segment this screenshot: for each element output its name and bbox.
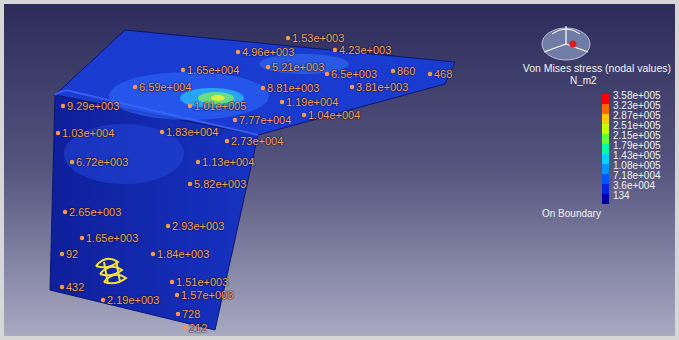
- legend-label: On Boundary: [542, 208, 601, 220]
- probe-dot: [350, 85, 354, 89]
- probe-dot: [151, 252, 155, 256]
- probe-dot: [302, 113, 306, 117]
- probe-dot: [60, 252, 64, 256]
- stress-value: 4.23e+003: [339, 43, 391, 57]
- probe-dot: [333, 48, 337, 52]
- probe-dot: [70, 160, 74, 164]
- color-swatch: [602, 104, 609, 114]
- orientation-compass: [542, 26, 590, 60]
- stress-value: 728: [182, 307, 200, 321]
- probe-dot: [181, 68, 185, 72]
- stress-value: 92: [66, 247, 78, 261]
- stress-value: 5.82e+003: [194, 177, 246, 191]
- color-swatch: [602, 194, 609, 204]
- color-swatch: [602, 184, 609, 194]
- color-swatch: [602, 164, 609, 174]
- probe-dot: [176, 312, 180, 316]
- color-swatch: [602, 114, 609, 124]
- stress-value: 1.51e+003: [176, 275, 228, 289]
- stress-value: 5.21e+003: [272, 60, 324, 74]
- probe-dot: [325, 72, 329, 76]
- stress-value: 8.81e+003: [267, 81, 319, 95]
- probe-dot: [160, 130, 164, 134]
- probe-dot: [236, 50, 240, 54]
- probe-dot: [391, 69, 395, 73]
- stress-value: 432: [66, 280, 84, 294]
- color-swatch: [602, 174, 609, 184]
- probe-dot: [133, 85, 137, 89]
- color-swatch: [602, 134, 609, 144]
- stress-value: 1.65e+003: [86, 231, 138, 245]
- color-swatch: [602, 124, 609, 134]
- stress-value: 1.01e+005: [194, 99, 246, 113]
- probe-dot: [225, 139, 229, 143]
- stress-contours: [64, 54, 349, 184]
- stress-value: 468: [434, 67, 452, 81]
- stress-value: 1.04e+004: [308, 108, 360, 122]
- probe-dot: [188, 104, 192, 108]
- stress-value: 6.59e+004: [139, 80, 191, 94]
- stress-value: 2.93e+003: [172, 219, 224, 233]
- probe-dot: [280, 100, 284, 104]
- probe-dot: [175, 293, 179, 297]
- stress-value: 1.13e+004: [202, 155, 254, 169]
- stress-value: 9.29e+003: [67, 99, 119, 113]
- stress-zone: [109, 72, 269, 120]
- probe-dot: [56, 131, 60, 135]
- stress-value: 6.72e+003: [76, 155, 128, 169]
- legend-value: 134: [613, 190, 630, 202]
- stress-value: 2.73e+004: [231, 134, 283, 148]
- probe-dot: [183, 326, 187, 330]
- probe-dot: [188, 182, 192, 186]
- stress-value: 6.5e+003: [331, 67, 377, 81]
- stress-value: 2.19e+003: [107, 293, 159, 307]
- probe-dot: [166, 224, 170, 228]
- stress-value: 1.84e+003: [157, 247, 209, 261]
- probe-dot: [428, 72, 432, 76]
- color-swatch: [602, 144, 609, 154]
- stress-value: 212: [189, 321, 207, 335]
- probe-dot: [170, 280, 174, 284]
- probe-dot: [61, 104, 65, 108]
- probe-dot: [196, 160, 200, 164]
- stress-value: 2.65e+003: [69, 205, 121, 219]
- stress-value: 1.65e+004: [187, 63, 239, 77]
- probe-dot: [233, 118, 237, 122]
- clamp-symbol: [96, 259, 126, 284]
- stress-value: 1.19e+004: [286, 95, 338, 109]
- stress-value: 7.77e+004: [239, 113, 291, 127]
- probe-dot: [266, 65, 270, 69]
- stress-value: 3.81e+003: [356, 80, 408, 94]
- stress-value: 1.83e+004: [166, 125, 218, 139]
- top-flange: [55, 30, 455, 135]
- probe-dot: [80, 236, 84, 240]
- color-swatch: [602, 154, 609, 164]
- legend-label: N_m2: [570, 75, 597, 87]
- stress-value: 1.03e+004: [62, 126, 114, 140]
- probe-dot: [63, 210, 67, 214]
- probe-dot: [101, 298, 105, 302]
- vertical-face: [50, 95, 258, 330]
- stress-value: 4.96e+003: [242, 45, 294, 59]
- stress-value: 1.53e+003: [292, 31, 344, 45]
- stress-value: 860: [397, 64, 415, 78]
- probe-dot: [60, 285, 64, 289]
- probe-dot: [286, 36, 290, 40]
- probe-dot: [261, 86, 265, 90]
- legend-label: Von Mises stress (nodal values): [523, 62, 671, 74]
- stress-value: 1.57e+003: [181, 288, 233, 302]
- color-swatch: [602, 94, 609, 104]
